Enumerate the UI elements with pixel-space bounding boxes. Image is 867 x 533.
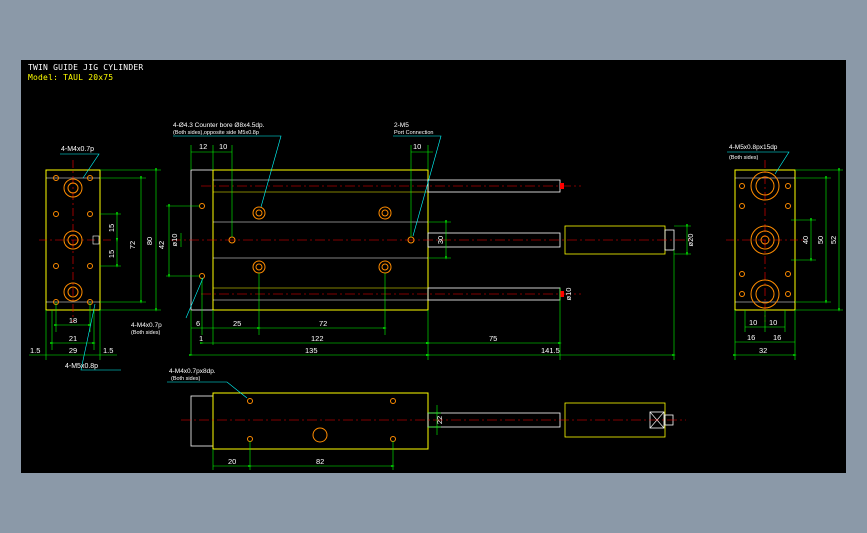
dim-22-bottom: 22 [435,416,444,424]
right-tap-label: 4-M5x0.8px15dp [729,144,778,151]
model-label: Model: TAUL 20x75 [28,73,114,82]
dim-d10-front: ø10 [170,234,179,247]
dim-42-front: 42 [157,241,166,249]
dim-d20-front: ø20 [686,234,695,247]
dim-10a-right: 10 [749,318,757,327]
dim-80-left: 80 [145,237,154,245]
drawing-title: TWIN GUIDE JIG CYLINDER [28,63,144,72]
front-holes-label: 4-Ø4.3 Counter bore Ø8x4.5dp. [173,122,265,129]
dim-122-front: 122 [311,334,324,343]
dim-1-5a-left: 1.5 [30,346,40,355]
front-view: 12 10 10 42 ø10 30 ø20 ø10 6 25 72 1 122… [131,122,695,360]
left-tap-label: 4-M4x0.7p [61,146,94,153]
dim-82-bottom: 82 [316,457,324,466]
dim-30-front: 30 [436,236,445,244]
dim-10b-front: 10 [413,142,421,151]
front-holes-note: (Both sides),opposite side M5x0.8p [173,130,259,136]
dim-16a-right: 16 [747,333,755,342]
dim-141-5-front: 141.5 [541,346,560,355]
dim-32-right: 32 [759,346,767,355]
dim-40-right: 40 [801,236,810,244]
dim-25-front: 25 [233,319,241,328]
dim-10a-front: 10 [219,142,227,151]
dim-16b-right: 16 [773,333,781,342]
dim-72-front: 72 [319,319,327,328]
dim-15a-left: 15 [107,224,116,232]
right-tap-note: (Both sides) [729,155,759,161]
front-bottom-tap-note: (Both sides) [131,330,161,336]
cad-drawing: 72 80 15 15 18 21 29 1.5 1.5 4-M4x0.7p 4… [29,122,843,470]
dim-52-right: 52 [829,236,838,244]
front-bottom-tap-label: 4-M4x0.7p [131,322,162,329]
dim-d10-rod: ø10 [564,288,573,301]
left-bottom-tap-label: 4-M5x0.8p [65,363,98,370]
dim-1-front: 1 [199,334,203,343]
left-end-view: 72 80 15 15 18 21 29 1.5 1.5 4-M4x0.7p 4… [29,146,161,371]
bottom-tap-note: (Both sides) [171,376,201,382]
dim-21-left: 21 [69,334,77,343]
dim-29-left: 29 [69,346,77,355]
dim-72-left: 72 [128,241,137,249]
dim-75-front: 75 [489,334,497,343]
dim-135-front: 135 [305,346,318,355]
port-label: 2-M5 [394,122,409,129]
bottom-view: 20 82 22 4-M4x0.7px8dp. (Both sides) [167,368,686,470]
dim-15b-left: 15 [107,250,116,258]
dim-6-front: 6 [196,319,200,328]
port-note: Port Connection [394,130,433,136]
dim-20-bottom: 20 [228,457,236,466]
bottom-tap-label: 4-M4x0.7px8dp. [169,368,216,375]
right-end-view: 40 50 52 10 10 16 16 32 4-M5x0.8px15dp (… [726,144,843,360]
dim-10b-right: 10 [769,318,777,327]
drawing-canvas: TWIN GUIDE JIG CYLINDER Model: TAUL 20x7… [21,60,846,473]
dim-12-front: 12 [199,142,207,151]
dim-18-left: 18 [69,316,77,325]
dim-1-5b-left: 1.5 [103,346,113,355]
dim-50-right: 50 [816,236,825,244]
